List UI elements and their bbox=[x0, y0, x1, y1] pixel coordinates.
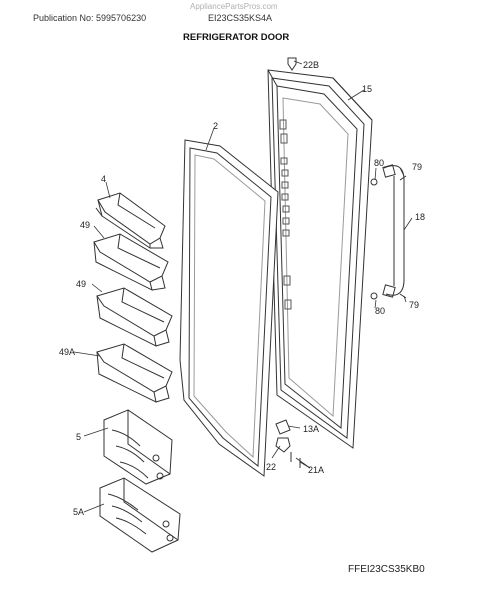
set-screw-lower bbox=[400, 294, 406, 298]
publication-number: Publication No: 5995706230 bbox=[33, 13, 147, 23]
callout-21a: 21A bbox=[308, 465, 325, 475]
callout-13a: 13A bbox=[303, 424, 320, 434]
callout-49-middle: 49 bbox=[76, 279, 87, 289]
callout-5a: 5A bbox=[73, 507, 85, 517]
door-bin-49a bbox=[97, 344, 172, 402]
door-handle bbox=[383, 165, 404, 297]
callout-4: 4 bbox=[101, 174, 107, 184]
callout-80-lower: 80 bbox=[375, 306, 386, 316]
door-panel bbox=[268, 70, 372, 448]
model-number: EI23CS35KS4A bbox=[208, 13, 273, 23]
door-bin-49-upper bbox=[94, 234, 168, 290]
callout-2: 2 bbox=[213, 121, 219, 131]
diagram-title: REFRIGERATOR DOOR bbox=[183, 32, 290, 43]
door-gasket bbox=[180, 140, 278, 476]
callout-49a: 49A bbox=[59, 347, 76, 357]
callout-5: 5 bbox=[76, 432, 82, 442]
door-bin-4 bbox=[96, 193, 165, 248]
top-hinge-cap bbox=[288, 58, 296, 70]
callout-15: 15 bbox=[362, 84, 373, 94]
bin-support-5a bbox=[100, 478, 180, 552]
callout-80-upper: 80 bbox=[374, 158, 385, 168]
callout-22: 22 bbox=[266, 462, 277, 472]
callout-79-lower: 79 bbox=[409, 300, 420, 310]
screws-21a bbox=[291, 452, 300, 468]
door-liner-bumps bbox=[280, 120, 291, 309]
handle-screw-upper bbox=[371, 179, 377, 185]
callout-79-upper: 79 bbox=[412, 162, 423, 172]
callout-22b: 22B bbox=[303, 60, 320, 70]
leader-lines bbox=[74, 61, 412, 512]
hinge-bushing bbox=[276, 420, 290, 434]
callout-18: 18 bbox=[415, 212, 426, 222]
door-bin-49-middle bbox=[97, 288, 172, 346]
handle-screw-lower bbox=[371, 293, 377, 299]
watermark: AppliancePartsPros.com bbox=[190, 2, 278, 11]
bottom-hinge-cap bbox=[276, 438, 290, 452]
callout-49-upper: 49 bbox=[80, 220, 91, 230]
figure-code: FFEI23CS35KB0 bbox=[348, 564, 425, 575]
set-screw-upper bbox=[400, 176, 406, 180]
bin-support-5 bbox=[104, 410, 172, 484]
